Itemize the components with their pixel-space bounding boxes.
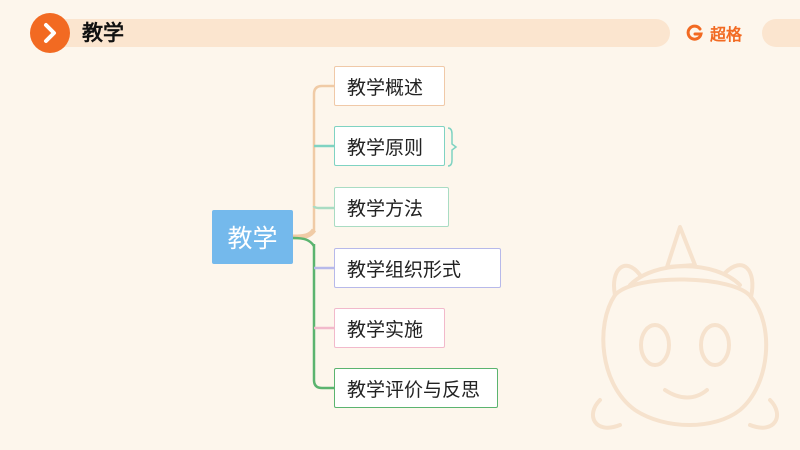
trunk-lower — [312, 244, 334, 390]
connector-fangfa — [312, 205, 334, 210]
connector-root-upper — [292, 228, 317, 240]
node-jiaoxue-gaishu[interactable]: 教学概述 — [334, 66, 445, 106]
chevron-right-icon — [30, 13, 70, 53]
connector-root-lower — [292, 236, 316, 247]
bracket-yuanze — [447, 127, 458, 167]
brand-logo-icon — [686, 24, 703, 41]
header-bar — [30, 19, 670, 47]
trunk-upper — [312, 84, 334, 232]
mindmap-root[interactable]: 教学 — [212, 210, 293, 264]
header-bar-right — [762, 19, 800, 47]
node-jiaoxue-yuanze[interactable]: 教学原则 — [334, 126, 445, 166]
node-jiaoxue-pingjia-fansi[interactable]: 教学评价与反思 — [334, 368, 498, 408]
brand: 超格 — [686, 20, 742, 46]
brand-text: 超格 — [710, 25, 743, 44]
unicorn-mascot — [590, 225, 780, 430]
node-jiaoxue-shishi[interactable]: 教学实施 — [334, 308, 445, 348]
node-jiaoxue-zuzhi-xingshi[interactable]: 教学组织形式 — [334, 248, 501, 288]
page-title: 教学 — [82, 21, 124, 45]
node-jiaoxue-fangfa[interactable]: 教学方法 — [334, 187, 449, 227]
